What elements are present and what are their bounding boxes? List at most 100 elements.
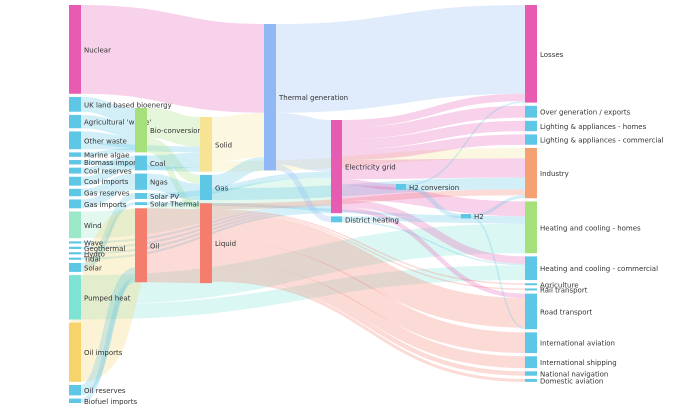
- sankey-node-national_nav[interactable]: [525, 371, 537, 376]
- sankey-node-heat_homes[interactable]: [525, 201, 537, 254]
- sankey-link-coal-to-solid[interactable]: [146, 152, 201, 171]
- sankey-link-gas-to-industry[interactable]: [211, 177, 526, 201]
- sankey-node-over_gen[interactable]: [525, 105, 537, 118]
- sankey-node-agriculture[interactable]: [525, 283, 537, 286]
- sankey-link-marine_algae-to-bio_conversion[interactable]: [80, 147, 136, 157]
- sankey-link-electricity_grid-to-light_homes[interactable]: [341, 120, 526, 150]
- sankey-node-ngas[interactable]: [135, 173, 147, 190]
- sankey-link-pumped_heat-to-heat_homes[interactable]: [80, 223, 526, 305]
- sankey-node-coal_reserves[interactable]: [69, 167, 81, 174]
- sankey-link-h2_conversion-to-h2[interactable]: [405, 185, 462, 219]
- sankey-link-h2-to-industry[interactable]: [470, 195, 526, 217]
- sankey-node-road[interactable]: [525, 293, 537, 330]
- sankey-link-liquid-to-domestic_aviation[interactable]: [211, 278, 526, 382]
- sankey-link-other_waste-to-bio_conversion[interactable]: [80, 131, 136, 148]
- sankey-link-liquid-to-intl_shipping[interactable]: [211, 262, 526, 369]
- sankey-node-biofuel_imports[interactable]: [69, 398, 81, 403]
- sankey-link-ngas-to-gas[interactable]: [146, 173, 201, 201]
- sankey-link-gas-to-thermal_gen[interactable]: [211, 157, 265, 189]
- sankey-link-coal_reserves-to-coal[interactable]: [80, 155, 136, 174]
- sankey-node-industry[interactable]: [525, 147, 537, 199]
- sankey-link-h2-to-road[interactable]: [470, 216, 526, 330]
- sankey-node-liquid[interactable]: [200, 203, 212, 284]
- sankey-node-h2_conversion[interactable]: [396, 184, 406, 190]
- sankey-link-oil-to-liquid[interactable]: [146, 208, 201, 284]
- sankey-link-bio_conversion-to-gas[interactable]: [146, 137, 201, 184]
- sankey-link-electricity_grid-to-industry[interactable]: [341, 158, 526, 180]
- sankey-link-solar-to-solar_pv[interactable]: [80, 193, 136, 269]
- sankey-link-solid-to-thermal_gen[interactable]: [211, 112, 265, 162]
- sankey-link-electricity_grid-to-over_gen[interactable]: [341, 105, 526, 140]
- sankey-link-electricity_grid-to-losses[interactable]: [341, 93, 526, 128]
- sankey-link-electricity_grid-to-heat_homes[interactable]: [341, 185, 526, 217]
- sankey-node-uk_bio[interactable]: [69, 96, 81, 112]
- sankey-node-geothermal[interactable]: [69, 246, 81, 249]
- sankey-node-heat_comm[interactable]: [525, 256, 537, 281]
- sankey-node-agri_waste[interactable]: [69, 114, 81, 129]
- sankey-node-marine_algae[interactable]: [69, 152, 81, 157]
- sankey-node-oil_imports[interactable]: [69, 322, 81, 382]
- sankey-link-nuclear-to-thermal_gen[interactable]: [80, 5, 265, 113]
- sankey-node-gas[interactable]: [200, 174, 212, 201]
- sankey-node-nuclear[interactable]: [69, 5, 81, 94]
- sankey-node-thermal_gen[interactable]: [264, 24, 276, 171]
- sankey-link-liquid-to-rail[interactable]: [211, 210, 526, 290]
- sankey-node-pumped_heat[interactable]: [69, 275, 81, 320]
- sankey-link-electricity_grid-to-h2_conversion[interactable]: [341, 179, 397, 190]
- sankey-node-intl_aviation[interactable]: [525, 332, 537, 354]
- sankey-node-other_waste[interactable]: [69, 131, 81, 150]
- sankey-link-pumped_heat-to-heat_comm[interactable]: [80, 265, 526, 320]
- sankey-node-h2[interactable]: [461, 214, 471, 219]
- sankey-link-coal_imports-to-coal[interactable]: [80, 161, 136, 186]
- sankey-link-uk_bio-to-bio_conversion[interactable]: [80, 96, 136, 123]
- sankey-link-thermal_gen-to-electricity_grid[interactable]: [275, 112, 332, 172]
- sankey-link-liquid-to-intl_aviation[interactable]: [211, 241, 526, 354]
- sankey-node-bio_conversion[interactable]: [135, 108, 147, 153]
- sankey-node-gas_imports[interactable]: [69, 199, 81, 209]
- sankey-link-bio_conversion-to-liquid[interactable]: [146, 146, 201, 210]
- sankey-link-electricity_grid-to-heat_comm[interactable]: [341, 199, 526, 264]
- sankey-node-wave[interactable]: [69, 241, 81, 244]
- sankey-link-liquid-to-industry[interactable]: [211, 189, 526, 210]
- sankey-node-solar_pv[interactable]: [135, 193, 147, 199]
- sankey-link-gas_imports-to-ngas[interactable]: [80, 180, 136, 209]
- sankey-link-h2_conversion-to-losses[interactable]: [405, 101, 526, 186]
- sankey-link-liquid-to-national_nav[interactable]: [211, 274, 526, 376]
- sankey-link-gas_reserves-to-ngas[interactable]: [80, 173, 136, 197]
- sankey-node-light_homes[interactable]: [525, 120, 537, 132]
- sankey-link-oil_imports-to-oil[interactable]: [65, 208, 151, 382]
- sankey-node-gas_reserves[interactable]: [69, 188, 81, 197]
- sankey-node-solar_thermal[interactable]: [135, 202, 147, 206]
- sankey-link-biofuel_imports-to-oil[interactable]: [80, 277, 136, 404]
- sankey-node-wind[interactable]: [69, 211, 81, 239]
- sankey-link-agri_waste-to-bio_conversion[interactable]: [80, 114, 136, 137]
- sankey-link-thermal_gen-to-losses[interactable]: [275, 5, 526, 113]
- sankey-node-bio_imports[interactable]: [69, 160, 81, 165]
- sankey-link-district_heating-to-heat_homes[interactable]: [341, 216, 526, 224]
- sankey-node-solid[interactable]: [200, 117, 212, 172]
- sankey-link-liquid-to-road[interactable]: [211, 212, 526, 328]
- sankey-link-solar_pv-to-electricity_grid[interactable]: [146, 171, 332, 199]
- sankey-node-domestic_aviation[interactable]: [525, 378, 537, 382]
- sankey-link-district_heating-to-heat_comm[interactable]: [341, 220, 526, 266]
- sankey-node-hydro[interactable]: [69, 252, 81, 255]
- sankey-node-coal[interactable]: [135, 155, 147, 171]
- sankey-node-district_heating[interactable]: [331, 216, 342, 223]
- sankey-node-oil[interactable]: [135, 208, 147, 283]
- sankey-node-light_comm[interactable]: [525, 134, 537, 145]
- sankey-link-solar-to-solar_thermal[interactable]: [80, 202, 136, 272]
- sankey-node-oil_reserves[interactable]: [69, 385, 81, 396]
- sankey-node-electricity_grid[interactable]: [331, 120, 342, 214]
- sankey-link-electricity_grid-to-road[interactable]: [341, 207, 526, 299]
- sankey-node-solar[interactable]: [69, 263, 81, 272]
- sankey-node-rail[interactable]: [525, 288, 537, 291]
- sankey-link-oil_reserves-to-oil[interactable]: [79, 267, 137, 396]
- sankey-link-bio_conversion-to-solid[interactable]: [146, 107, 201, 147]
- sankey-node-coal_imports[interactable]: [69, 176, 81, 186]
- sankey-link-electricity_grid-to-light_comm[interactable]: [341, 134, 526, 160]
- sankey-link-thermal_gen-to-district_heating[interactable]: [275, 164, 332, 223]
- sankey-node-losses[interactable]: [525, 5, 537, 103]
- sankey-node-tidal[interactable]: [69, 257, 81, 260]
- sankey-link-liquid-to-agriculture[interactable]: [211, 209, 526, 285]
- sankey-node-intl_shipping[interactable]: [525, 356, 537, 369]
